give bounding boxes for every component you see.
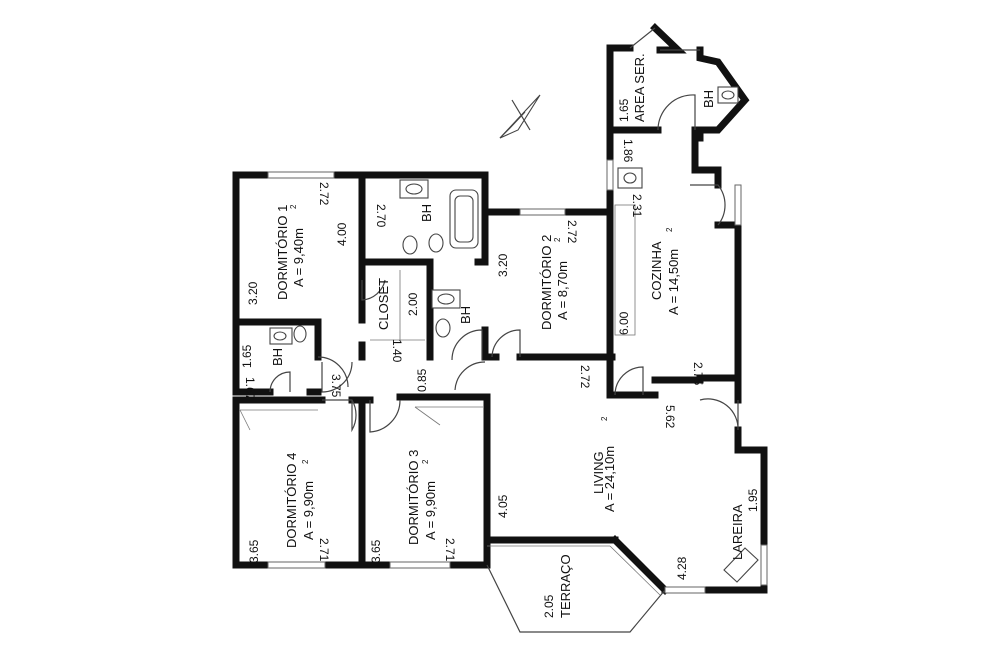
- dim-cozinha-w: 2.31: [630, 194, 644, 218]
- terrace-outline: [486, 545, 666, 633]
- dim-dorm1-side: 3.20: [246, 281, 260, 305]
- bh-label-top: BH: [419, 204, 434, 222]
- living-area-sup: 2: [600, 416, 609, 421]
- dorm4-area: A = 9,90m: [301, 481, 316, 540]
- dorm3-name: DORMITÓRIO 3: [406, 450, 421, 545]
- living-name: LIVING: [591, 451, 606, 494]
- dorm3-area: A = 9,90m: [423, 481, 438, 540]
- dim-dorm3-w: 2.71: [443, 538, 457, 562]
- dim-living-w: 5.62: [663, 405, 677, 429]
- dim-dorm4-h: 3.65: [247, 539, 261, 563]
- bh-label-service: BH: [701, 90, 716, 108]
- dim-area-ser-h: 1.65: [617, 98, 631, 122]
- dim-dorm1-w: 2.72: [317, 182, 331, 206]
- dim-lareira-h: 1.95: [746, 488, 760, 512]
- dim-lareira-w: 4.28: [675, 556, 689, 580]
- dim-hall-w: 3.75: [329, 374, 343, 398]
- dim-dorm2-bottom: 2.72: [578, 365, 592, 389]
- dim-cozinha-h: 6.00: [617, 311, 631, 335]
- bh-label-left: BH: [270, 348, 285, 366]
- dim-dorm2-h: 3.20: [496, 253, 510, 277]
- dim-cozinha-bottom: 2.75: [691, 362, 705, 386]
- dim-bh-small-h: 1.65: [240, 344, 254, 368]
- bh-label-mid: BH: [458, 306, 473, 324]
- terraco-name: TERRAÇO: [558, 554, 573, 618]
- dim-terraco-h: 2.05: [542, 594, 556, 618]
- living-area: A = 24,10m: [602, 446, 617, 512]
- fireplace: [723, 547, 759, 583]
- dorm2-area-sup: 2: [553, 237, 562, 242]
- area-ser-name: AREA SER.: [632, 53, 647, 122]
- dim-area-ser-w: 1.86: [621, 139, 635, 163]
- walls: [232, 23, 768, 595]
- dim-dorm3-h: 3.65: [369, 539, 383, 563]
- cozinha-area: A = 14,50m: [666, 249, 681, 315]
- lareira-name: LAREIRA: [730, 504, 745, 560]
- dim-hall-small: 0.85: [415, 368, 429, 392]
- windows: [267, 159, 768, 594]
- dorm2-name: DORMITÓRIO 2: [539, 235, 554, 330]
- dim-bh-small-w: 1.67: [243, 377, 257, 401]
- dim-closet-w: 1.40: [390, 339, 404, 363]
- cozinha-name: COZINHA: [649, 241, 664, 300]
- dorm1-area: A = 9,40m: [291, 228, 306, 287]
- dorm1-name: DORMITÓRIO 1: [275, 205, 290, 300]
- dim-bh-top-w: 2.70: [374, 204, 388, 228]
- north-compass-icon: [499, 94, 541, 139]
- closet-lines: [239, 270, 483, 431]
- dim-dorm1-h: 4.00: [335, 222, 349, 246]
- dorm4-name: DORMITÓRIO 4: [284, 453, 299, 548]
- cozinha-area-sup: 2: [665, 227, 674, 232]
- dorm4-area-sup: 2: [301, 459, 310, 464]
- dim-dorm2-w: 2.72: [565, 220, 579, 244]
- dorm1-area-sup: 2: [289, 204, 298, 209]
- dorm2-area: A = 8,70m: [555, 261, 570, 320]
- dim-dorm4-w: 2.71: [317, 538, 331, 562]
- dim-living-h: 4.05: [496, 494, 510, 518]
- bathroom-fixtures: [269, 86, 739, 345]
- dim-closet-h: 2.00: [406, 292, 420, 316]
- doors: [269, 27, 739, 433]
- closet-name: CLOSET: [376, 278, 391, 330]
- dorm3-area-sup: 2: [421, 459, 430, 464]
